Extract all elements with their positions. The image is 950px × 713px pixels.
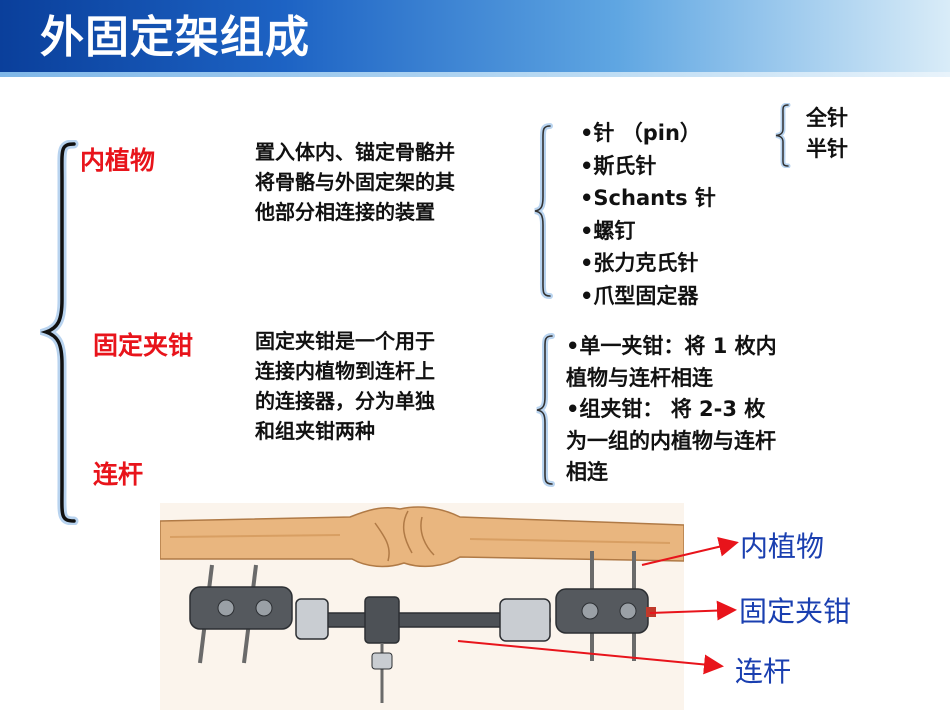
title-banner — [0, 0, 950, 76]
rod-label: 连杆 — [93, 460, 144, 489]
list-item: 相连 — [566, 460, 608, 484]
implant-description: 置入体内、锚定骨骼并 将骨骼与外固定架的其 他部分相连接的装置 — [255, 137, 455, 227]
diagram-clamp-label: 固定夹钳 — [739, 595, 852, 628]
list-item: •斯氏针 — [580, 153, 657, 178]
clamp-types-brace-icon — [536, 333, 555, 487]
list-item: 植物与连杆相连 — [566, 365, 713, 390]
implant-types-brace-icon — [534, 123, 553, 299]
clamp-description-line: 连接内植物到连杆上 — [255, 359, 435, 383]
clamp-types-list: •单一夹钳：将 1 枚内 植物与连杆相连 •组夹钳： 将 2-3 枚 为一组的内… — [566, 331, 777, 489]
list-item: 全针 — [806, 106, 848, 130]
implant-description-line: 置入体内、锚定骨骼并 — [255, 140, 455, 164]
list-item: 半针 — [806, 137, 848, 161]
rod-arrow — [457, 640, 724, 675]
pin-types-list: 全针 半针 — [806, 103, 848, 165]
clamp-description-line: 的连接器，分为单独 — [255, 389, 435, 413]
list-item: •组夹钳： 将 2-3 枚 — [566, 397, 766, 421]
implant-types-list: •针 （pin） •斯氏针 •Schants 针 •螺钉 •张力克氏针 •爪型固… — [580, 117, 716, 312]
clamp-label: 固定夹钳 — [93, 331, 194, 360]
main-brace-icon — [40, 140, 79, 525]
list-item: •Schants 针 — [580, 186, 716, 210]
list-item: •张力克氏针 — [580, 251, 699, 275]
clamp-arrow — [649, 600, 737, 621]
diagram-implant-label: 内植物 — [740, 530, 825, 563]
implant-description-line: 将骨骼与外固定架的其 — [255, 170, 455, 194]
list-item: •单一夹钳：将 1 枚内 — [566, 334, 777, 358]
implant-label: 内植物 — [80, 146, 156, 175]
implant-description-line: 他部分相连接的装置 — [255, 200, 435, 224]
clamp-description: 固定夹钳是一个用于 连接内植物到连杆上 的连接器，分为单独 和组夹钳两种 — [255, 326, 435, 446]
pin-types-brace-icon — [775, 103, 791, 168]
page-title: 外固定架组成 — [40, 12, 310, 63]
list-item: •螺钉 — [580, 218, 636, 243]
title-banner-strip — [0, 72, 950, 77]
diagram-rod-label: 连杆 — [735, 655, 792, 688]
list-item: •针 （pin） — [580, 121, 701, 145]
fixator-illustration — [160, 503, 684, 710]
clamp-description-line: 和组夹钳两种 — [255, 419, 375, 443]
list-item: 为一组的内植物与连杆 — [566, 428, 776, 453]
list-item: •爪型固定器 — [580, 283, 699, 308]
implant-arrow — [641, 536, 739, 566]
clamp-description-line: 固定夹钳是一个用于 — [255, 329, 435, 353]
